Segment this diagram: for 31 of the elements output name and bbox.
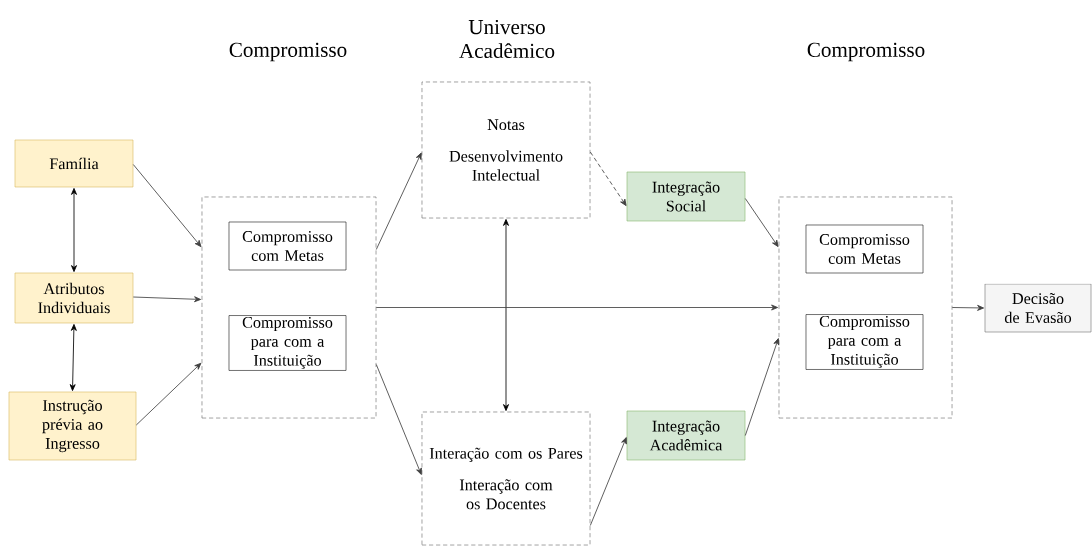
commitment-box: Compromisso para com a Instituição bbox=[228, 315, 347, 371]
column-heading: Universo Acadêmico bbox=[459, 19, 555, 59]
column-heading: Compromisso bbox=[229, 42, 347, 62]
arrow bbox=[132, 164, 202, 248]
factor-box: Atributos Individuais bbox=[14, 272, 134, 324]
factor-box: Instrução prévia ao Ingresso bbox=[8, 391, 137, 461]
arrow bbox=[375, 304, 779, 311]
commitment-box: Compromisso para com a Instituição bbox=[805, 314, 924, 370]
arrow bbox=[589, 151, 627, 206]
arrow bbox=[71, 187, 77, 273]
arrow bbox=[375, 364, 422, 475]
arrow bbox=[744, 198, 779, 247]
factor-box: Família bbox=[14, 139, 134, 188]
integration-box: Integração Acadêmica bbox=[626, 410, 746, 461]
dashed-group-box: Interação com os Pares Interação com os Docentes bbox=[421, 411, 591, 546]
arrow bbox=[69, 323, 77, 392]
arrow bbox=[135, 362, 202, 426]
integration-box: Integração Social bbox=[626, 171, 746, 222]
arrow bbox=[375, 152, 422, 250]
arrow bbox=[744, 338, 780, 436]
dashed-group-box bbox=[778, 196, 953, 419]
column-heading: Compromisso bbox=[807, 42, 925, 62]
outcome-box: Decisão de Evasão bbox=[984, 283, 1092, 333]
commitment-box: Compromisso com Metas bbox=[805, 224, 924, 274]
arrow bbox=[589, 437, 627, 526]
arrow bbox=[503, 219, 509, 412]
dashed-group-box bbox=[201, 196, 377, 419]
arrow bbox=[951, 304, 985, 311]
commitment-box: Compromisso com Metas bbox=[228, 221, 347, 271]
arrow bbox=[132, 296, 201, 303]
dashed-group-box: Notas Desenvolvimento Intelectual bbox=[421, 81, 591, 219]
